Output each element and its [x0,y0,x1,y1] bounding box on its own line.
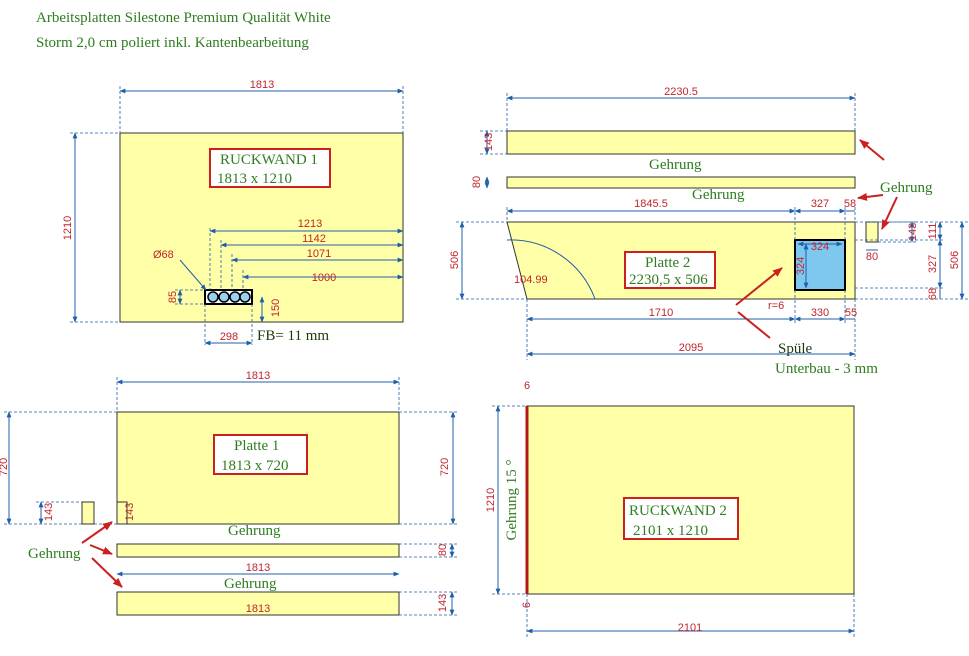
p1-strip1-width: 1813 [246,562,270,574]
p2-dim-506-right: 506 [949,251,961,269]
p1-gehrung-callout: Gehrung [28,546,81,562]
p1-strip2-width: 1813 [246,603,270,615]
rw1-hole-diameter: Ø68 [153,249,174,261]
rw1-dim-150: 150 [270,299,282,317]
p2-dim-1845: 1845.5 [634,198,668,210]
socket-hole-2 [218,291,230,303]
p2-spuele: Spüle [778,341,813,357]
rw1-dim-1000: 1000 [312,272,336,284]
p2-name: Platte 2 [645,255,690,271]
p2-dim-55: 55 [845,307,857,319]
rw1-dim-298: 298 [220,331,238,343]
p1-dim-143-right: 143 [124,503,136,521]
rw1-label-box [209,148,331,188]
sink-width-dim: 324 [811,241,829,253]
p2-dim-58: 58 [844,198,856,210]
p1-gehrung-1: Gehrung [228,523,281,539]
rw1-width-dim: 1813 [250,79,274,91]
p1-name: Platte 1 [234,438,279,454]
p1-height-dim-right: 720 [439,458,451,476]
rw2-gehrung-15: Gehrung 15 ° [504,460,520,541]
p2-unterbau: Unterbau - 3 mm [775,361,878,377]
rueckwand-1-group: 1813 1210 RUCKWAND 1 1813 x 1210 1213 11… [62,79,404,346]
p2-angle: 104.99 [514,274,548,286]
rw1-dim-85: 85 [167,291,179,303]
rw2-width-dim: 2101 [678,622,702,634]
p1-size: 1813 x 720 [221,458,289,474]
rw2-name: RUCKWAND 2 [629,503,727,519]
rw2-label-box [623,497,739,540]
platte-2-group: 2230.5 143 Gehrung 80 Gehrung 104.99 184… [449,86,968,377]
p2-miter-strip-1 [506,130,856,155]
p2-gehrung-1: Gehrung [649,157,702,173]
p2-dim-111: 111 [927,223,939,240]
rw1-dim-1071: 1071 [307,248,331,260]
p2-dim-327-right: 327 [927,255,939,273]
p2-dim-1710: 1710 [649,307,673,319]
platte-1-group: 1813 720 720 Platte 1 1813 x 720 143 143… [0,370,458,616]
p2-radius: r=6 [768,300,784,312]
p1-width-dim: 1813 [246,370,270,382]
socket-hole-3 [229,291,241,303]
p2-dim-80: 80 [866,251,878,263]
p2-dim-330: 330 [811,307,829,319]
rw1-size: 1813 x 1210 [217,171,292,187]
p2-dim-327: 327 [811,198,829,210]
p1-side-strip-right [116,501,128,525]
p2-top-width-dim: 2230.5 [664,86,698,98]
p2-strip2-height: 80 [471,176,483,188]
rw1-name: RUCKWAND 1 [220,152,318,168]
p2-size: 2230,5 x 506 [629,272,708,288]
p2-strip1-height: 143 [483,133,495,151]
rw1-fb-note: FB= 11 mm [257,328,329,344]
p1-miter-strip-1 [116,543,400,558]
rw1-height-dim: 1210 [62,216,74,240]
p2-dim-68: 68 [927,288,939,300]
socket-hole-1 [207,291,219,303]
rw2-dim-6-top: 6 [524,380,530,392]
rueckwand-2-group: 1210 Gehrung 15 ° 6 6 2101 RUCKWAND 2 21… [485,380,855,637]
rw2-height-dim: 1210 [485,488,497,512]
p2-gehrung-2: Gehrung [692,187,745,203]
p2-gehrung-3: Gehrung [880,180,933,196]
p1-label-box [213,434,308,475]
p1-strip1-height: 80 [437,544,449,556]
p1-miter-strip-2 [116,591,400,616]
p2-dim-506-left: 506 [449,251,461,269]
header-line-1: Arbeitsplatten Silestone Premium Qualitä… [36,10,331,26]
socket-hole-4 [239,291,251,303]
p1-height-dim-left: 720 [0,458,10,476]
p1-dim-143-left: 143 [43,503,55,521]
rw1-dim-1142: 1142 [302,233,326,245]
rw2-size: 2101 x 1210 [633,523,708,539]
header-line-2: Storm 2,0 cm poliert inkl. Kantenbearbei… [36,35,309,51]
p2-dim-143: 143 [907,223,919,241]
p1-strip2-height: 143 [437,594,449,612]
p2-label-box [624,251,716,289]
p2-miter-strip-2 [506,176,856,189]
p1-side-strip-left [81,501,95,525]
p1-gehrung-2: Gehrung [224,576,277,592]
rw1-dim-1213: 1213 [298,218,322,230]
p2-dim-2095: 2095 [679,342,703,354]
sink-cutout [794,239,846,291]
p2-side-strip [865,221,879,243]
sink-height-dim: 324 [795,257,807,275]
